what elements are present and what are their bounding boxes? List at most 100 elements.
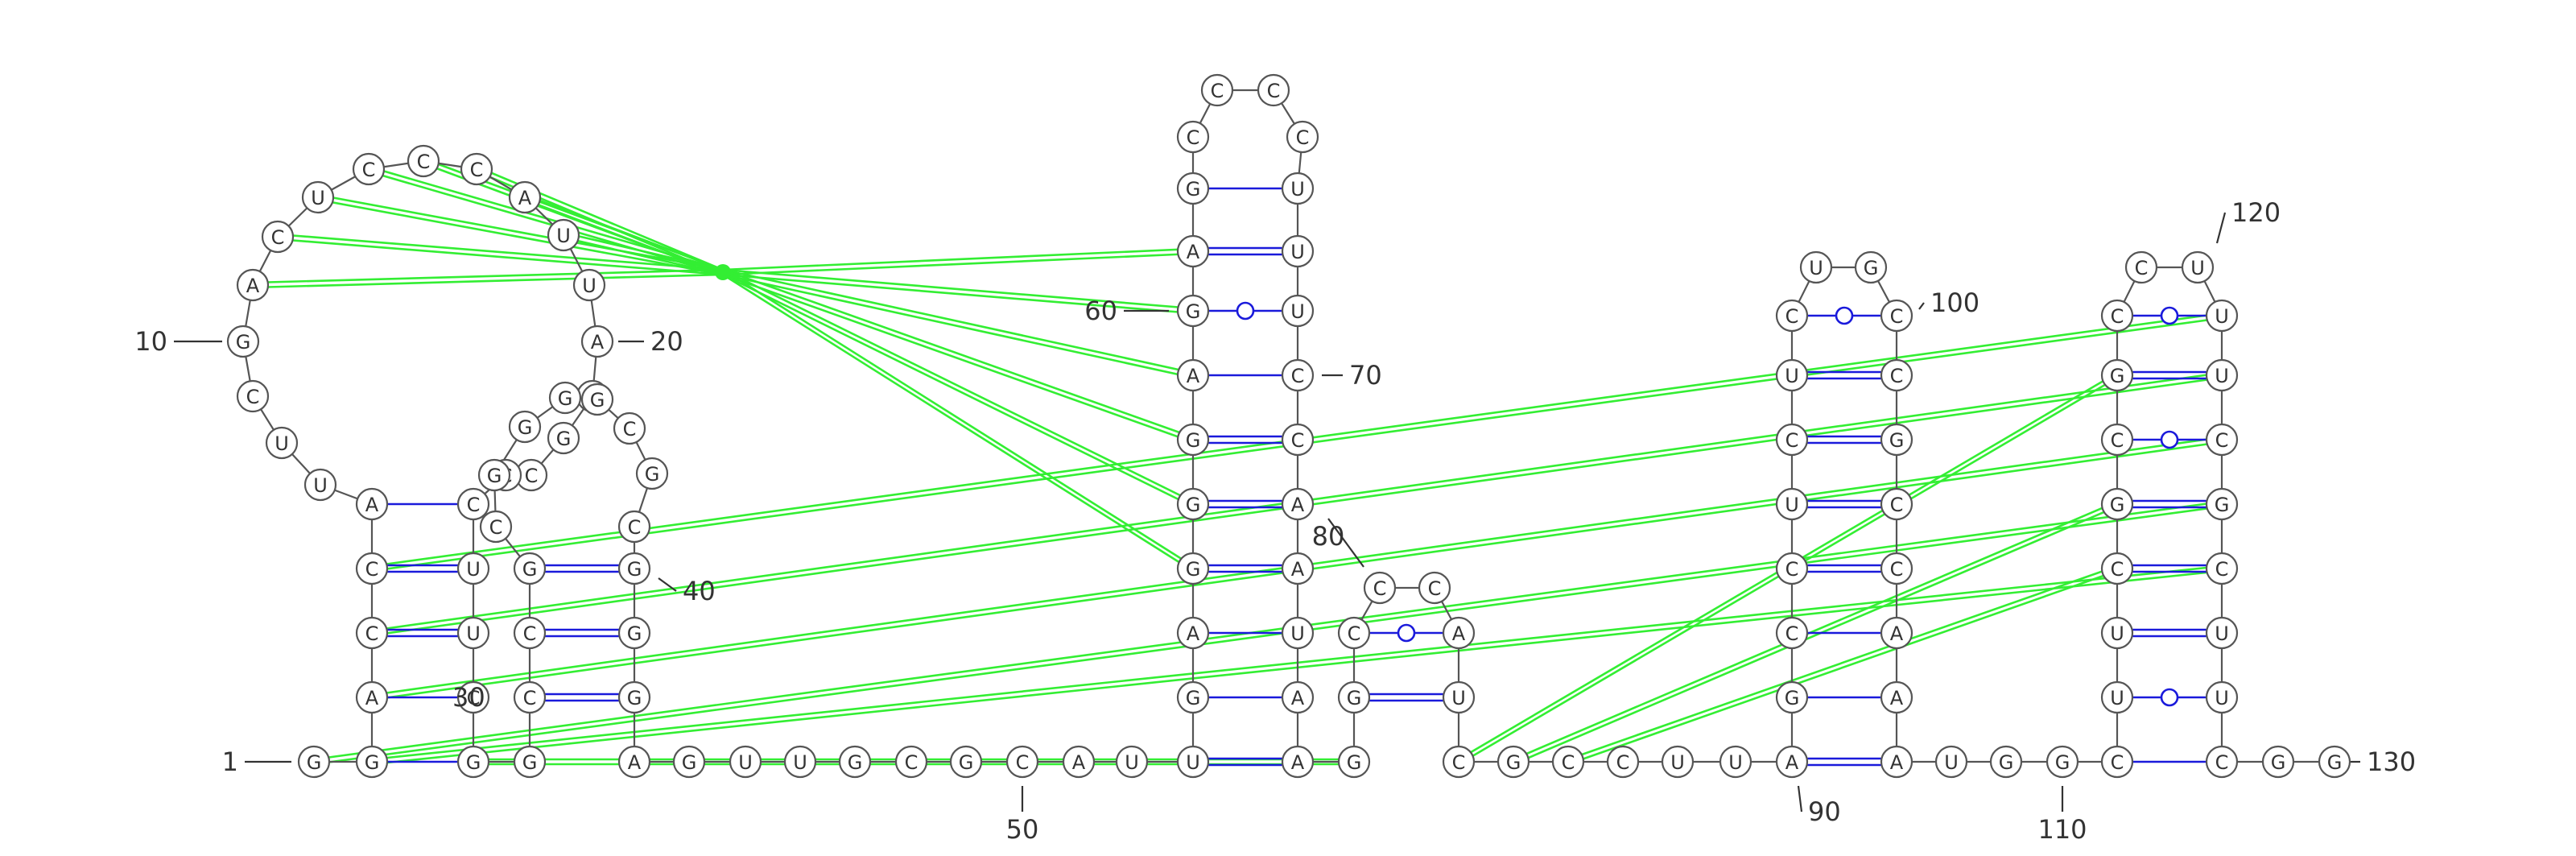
nucleotide: U xyxy=(1115,745,1149,779)
position-label: 100 xyxy=(1930,287,1979,318)
nucleotide-letter: U xyxy=(466,558,481,581)
nucleotide-letter: C xyxy=(628,516,642,539)
nucleotide-circle xyxy=(1176,616,1210,650)
nucleotide-letter: C xyxy=(1211,80,1224,102)
nucleotide-circle xyxy=(1775,358,1809,392)
nucleotide-circle xyxy=(580,383,614,416)
nucleotide: G xyxy=(548,381,582,415)
nucleotide-letter: G xyxy=(590,389,605,411)
nucleotide-circle xyxy=(355,616,389,650)
nucleotide-circle xyxy=(617,552,651,585)
nucleotide-letter: U xyxy=(1785,494,1799,516)
nucleotide: U xyxy=(1719,745,1752,779)
nucleotide-letter: U xyxy=(1125,751,1139,774)
nucleotide-circle xyxy=(2100,423,2134,457)
nucleotide-circle xyxy=(1176,680,1210,714)
nucleotide: A xyxy=(1176,616,1210,650)
nucleotide-letter: G xyxy=(307,751,322,774)
nucleotide: C xyxy=(352,152,386,186)
nucleotide: U xyxy=(1661,745,1695,779)
nucleotide-letter: G xyxy=(1864,257,1879,279)
nucleotide-circle xyxy=(301,180,335,214)
nucleotide: G xyxy=(513,552,547,585)
nucleotide-circle xyxy=(513,680,547,714)
nucleotide-letter: A xyxy=(1291,751,1305,774)
nucleotide: G xyxy=(355,745,389,779)
nucleotide-letter: G xyxy=(2215,494,2230,516)
nucleotide: U xyxy=(2100,680,2134,714)
nucleotide-circle xyxy=(2100,358,2134,392)
nucleotide-letter: G xyxy=(2327,751,2343,774)
nucleotide: U xyxy=(1281,234,1315,268)
nucleotide-circle xyxy=(303,468,337,502)
nucleotide-circle xyxy=(1176,487,1210,521)
position-label: 70 xyxy=(1349,360,1382,391)
nucleotide-letter: A xyxy=(1187,622,1200,645)
nucleotide-circle xyxy=(1062,745,1096,779)
nucleotide-letter: U xyxy=(1290,300,1305,323)
nucleotide-letter: C xyxy=(1291,429,1305,452)
nucleotide-letter: U xyxy=(793,751,807,774)
position-label: 110 xyxy=(2037,814,2087,845)
nucleotide-circle xyxy=(456,616,490,650)
nucleotide-circle xyxy=(783,745,817,779)
nucleotide-letter: C xyxy=(1890,305,1904,328)
nucleotide-circle xyxy=(1200,73,1234,107)
nucleotide-letter: C xyxy=(1562,751,1575,774)
nucleotide-circle xyxy=(1880,423,1913,457)
nucleotide-letter: G xyxy=(2110,494,2125,516)
nucleotide-circle xyxy=(1281,234,1315,268)
nucleotide-circle xyxy=(1775,616,1809,650)
nucleotide: U xyxy=(1281,616,1315,650)
nucleotide-circle xyxy=(1257,73,1290,107)
nucleotide-letter: C xyxy=(1785,558,1799,581)
nucleotide-letter: A xyxy=(365,687,379,709)
nucleotide: C xyxy=(355,616,389,650)
nucleotide-letter: C xyxy=(417,151,431,173)
gu-pair-marker xyxy=(2160,688,2179,707)
nucleotide-letter: C xyxy=(1267,80,1281,102)
nucleotide: C xyxy=(1005,745,1039,779)
nucleotide-letter: C xyxy=(2215,751,2229,774)
nucleotide-letter: C xyxy=(2135,257,2149,279)
nucleotide: C xyxy=(407,144,440,178)
nucleotide-letter: U xyxy=(1670,751,1685,774)
nucleotide: A xyxy=(580,325,614,358)
position-label: 90 xyxy=(1808,796,1841,827)
nucleotide: G xyxy=(456,745,490,779)
nucleotide-letter: G xyxy=(522,751,538,774)
nucleotide-letter: G xyxy=(959,751,974,774)
nucleotide-letter: G xyxy=(1785,687,1800,709)
nucleotide-circle xyxy=(297,745,331,779)
position-label: 30 xyxy=(452,682,485,713)
nucleotide: U xyxy=(783,745,817,779)
nucleotide-circle xyxy=(456,487,490,521)
gu-pair-marker xyxy=(1236,301,1255,320)
nucleotide-letter: C xyxy=(1785,305,1799,328)
nucleotide: C xyxy=(1880,299,1913,333)
nucleotide-letter: A xyxy=(628,751,642,774)
nucleotide-circle xyxy=(1442,616,1476,650)
nucleotide-letter: C xyxy=(246,386,260,408)
nucleotide-circle xyxy=(1363,571,1397,605)
nucleotide: C xyxy=(479,510,513,544)
nucleotide-circle xyxy=(2205,423,2239,457)
nucleotide: C xyxy=(2124,250,2158,284)
position-tick xyxy=(1918,302,1925,310)
nucleotide: U xyxy=(265,426,299,460)
nucleotide-circle xyxy=(2205,745,2239,779)
nucleotide: U xyxy=(1775,487,1809,521)
nucleotide-circle xyxy=(1281,616,1315,650)
pseudoknot-link xyxy=(1567,569,2118,766)
nucleotide: G xyxy=(1176,294,1210,328)
nucleotide: U xyxy=(1281,172,1315,205)
nucleotide-letter: C xyxy=(1785,429,1799,452)
nucleotide-circle xyxy=(1176,294,1210,328)
nucleotide-circle xyxy=(2205,616,2239,650)
nucleotide-circle xyxy=(1442,680,1476,714)
nucleotide-letter: U xyxy=(1290,622,1305,645)
nucleotide: A xyxy=(1176,358,1210,392)
nucleotide: C xyxy=(1418,571,1451,605)
pseudoknot-link xyxy=(722,252,1194,276)
